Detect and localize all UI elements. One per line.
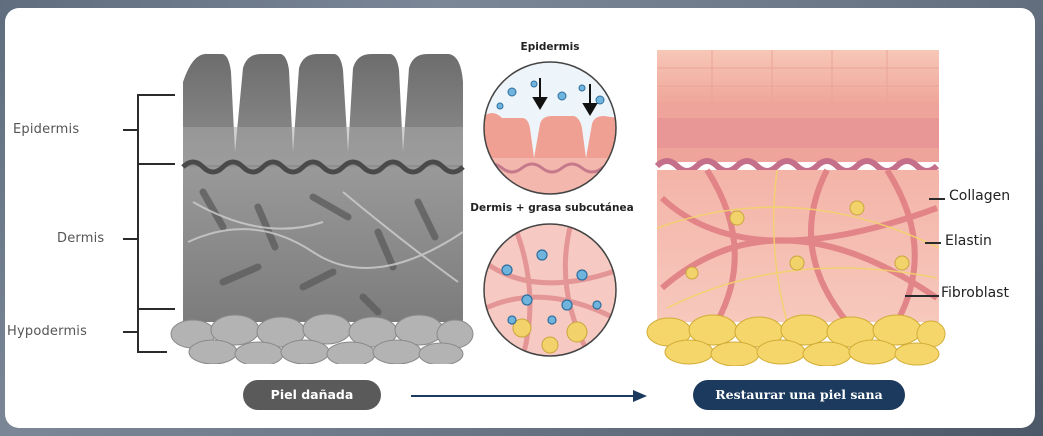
label-dermis: Dermis xyxy=(57,231,104,246)
label-hypodermis: Hypodermis xyxy=(7,324,87,339)
diagram-card: Epidermis Dermis Hypodermis xyxy=(5,8,1035,428)
damaged-skin-illustration xyxy=(163,42,475,364)
elastin-leader xyxy=(925,242,941,244)
label-fibroblast: Fibroblast xyxy=(941,285,1009,301)
collagen-leader xyxy=(929,198,945,200)
damaged-skin-button[interactable]: Piel dañada xyxy=(243,380,381,410)
label-collagen: Collagen xyxy=(949,188,1010,204)
fibroblast-leader xyxy=(905,295,939,297)
circle-title-dermis: Dermis + grasa subcutánea xyxy=(467,202,637,214)
dermis-zoom-circle xyxy=(482,220,618,360)
circle-title-epidermis: Epidermis xyxy=(475,41,625,53)
restore-skin-button[interactable]: Restaurar una piel sana xyxy=(693,380,905,410)
epidermis-zoom-circle xyxy=(482,58,618,198)
label-elastin: Elastin xyxy=(945,233,992,249)
healthy-skin-illustration xyxy=(637,48,947,366)
transition-arrow xyxy=(411,388,651,404)
label-epidermis: Epidermis xyxy=(13,122,79,137)
